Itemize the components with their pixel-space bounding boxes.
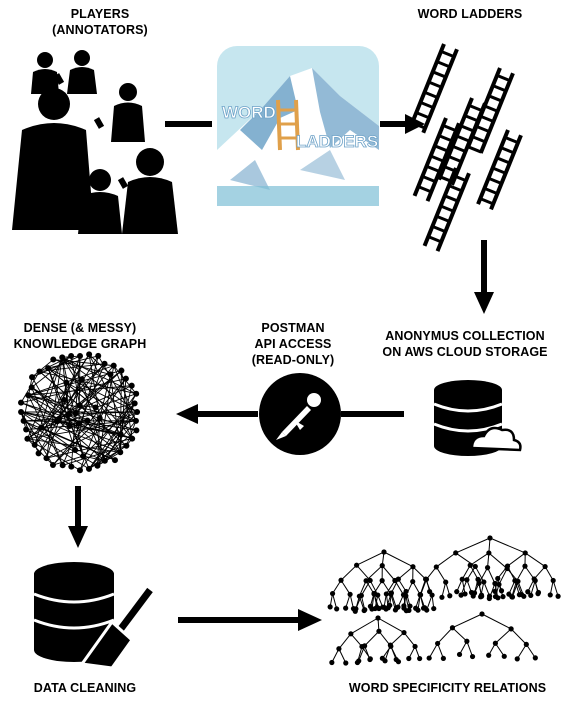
players-label-line2: (ANNOTATORS)	[52, 23, 148, 37]
postman-label: POSTMAN API ACCESS (READ-ONLY)	[238, 320, 348, 368]
postman-icon	[259, 373, 341, 455]
anon-collection-line2: ON AWS CLOUD STORAGE	[382, 345, 548, 359]
word-ladders-app-icon: WORD LADDERS	[217, 46, 379, 206]
postman-line3: (READ-ONLY)	[251, 353, 335, 367]
database-broom-icon	[33, 562, 155, 670]
arrow-cleaning-to-trees-head	[298, 609, 322, 631]
players-label: PLAYERS (ANNOTATORS)	[30, 6, 170, 38]
anon-collection-label: ANONYMUS COLLECTION ON AWS CLOUD STORAGE	[360, 328, 570, 360]
specificity-text: WORD SPECIFICITY RELATIONS	[348, 681, 547, 695]
postman-line2: API ACCESS	[254, 337, 332, 351]
knowledge-graph-line2: KNOWLEDGE GRAPH	[13, 337, 147, 351]
ladders-icon	[408, 43, 523, 252]
app-word-text: WORD	[222, 103, 276, 122]
word-ladders-label-text: WORD LADDERS	[417, 7, 523, 21]
postman-line1: POSTMAN	[261, 321, 325, 335]
arrow-ladders-to-storage-head	[474, 292, 494, 314]
arrow-graph-to-cleaning-head	[68, 526, 88, 548]
data-cleaning-label: DATA CLEANING	[10, 680, 160, 696]
data-cleaning-text: DATA CLEANING	[33, 681, 137, 695]
anon-collection-line1: ANONYMUS COLLECTION	[385, 329, 545, 343]
knowledge-graph-line1: DENSE (& MESSY)	[23, 321, 137, 335]
knowledge-graph-label: DENSE (& MESSY) KNOWLEDGE GRAPH	[0, 320, 160, 352]
network-graph-icon	[18, 351, 141, 474]
database-cloud-icon	[433, 380, 522, 456]
app-ladders-text: LADDERS	[296, 132, 378, 151]
trees-icon	[327, 535, 561, 666]
word-ladders-label: WORD LADDERS	[400, 6, 540, 22]
players-label-line1: PLAYERS	[70, 7, 130, 21]
arrow-postman-to-graph-head	[176, 404, 198, 424]
people-with-phones-icon	[12, 50, 178, 234]
specificity-label: WORD SPECIFICITY RELATIONS	[325, 680, 570, 696]
